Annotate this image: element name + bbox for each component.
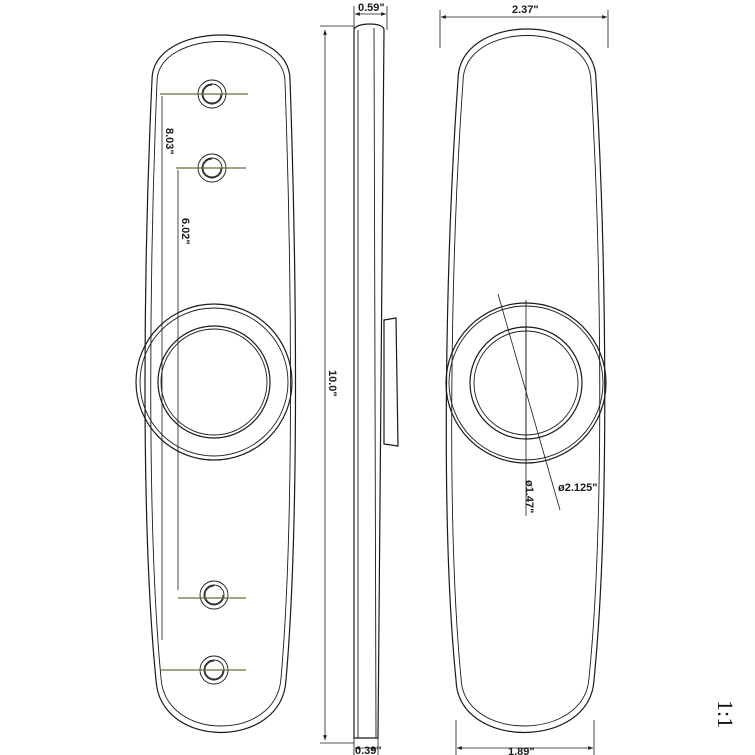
front-plate-outline xyxy=(144,34,297,733)
center-boss xyxy=(135,303,293,461)
dim-label-1-89: 1.89" xyxy=(508,746,535,755)
dim-label-6-02: 6.02" xyxy=(179,218,191,245)
front-plate-inner-edge xyxy=(150,41,291,727)
back-view: 2.37" ø2.125" ø1.47" 1.89" xyxy=(439,4,609,755)
screw-hole-2 xyxy=(176,153,246,183)
front-view: 8.03" 6.02" xyxy=(135,34,297,733)
dim-label-2-37: 2.37" xyxy=(512,4,539,16)
dim-label-0-39: 0.39" xyxy=(355,745,382,755)
side-boss-profile xyxy=(383,317,399,447)
dim-line-2-125 xyxy=(497,293,561,511)
dim-label-8-03: 8.03" xyxy=(163,128,175,155)
dim-label-1-47: ø1.47" xyxy=(523,480,535,513)
screw-hole-4 xyxy=(160,655,246,685)
side-view: 10.0" 0.59" 0.39" xyxy=(320,2,399,755)
dim-label-10-0: 10.0" xyxy=(326,370,338,397)
back-plate-outline xyxy=(445,28,606,733)
dim-label-2-125: ø2.125" xyxy=(558,482,597,494)
side-plate-outline xyxy=(353,23,385,739)
back-plate-inner-edge xyxy=(451,35,601,727)
scale-label: 1:1 xyxy=(713,700,738,728)
screw-hole-1 xyxy=(160,79,248,109)
screw-hole-3 xyxy=(178,580,246,610)
dim-label-0-59: 0.59" xyxy=(358,2,385,14)
